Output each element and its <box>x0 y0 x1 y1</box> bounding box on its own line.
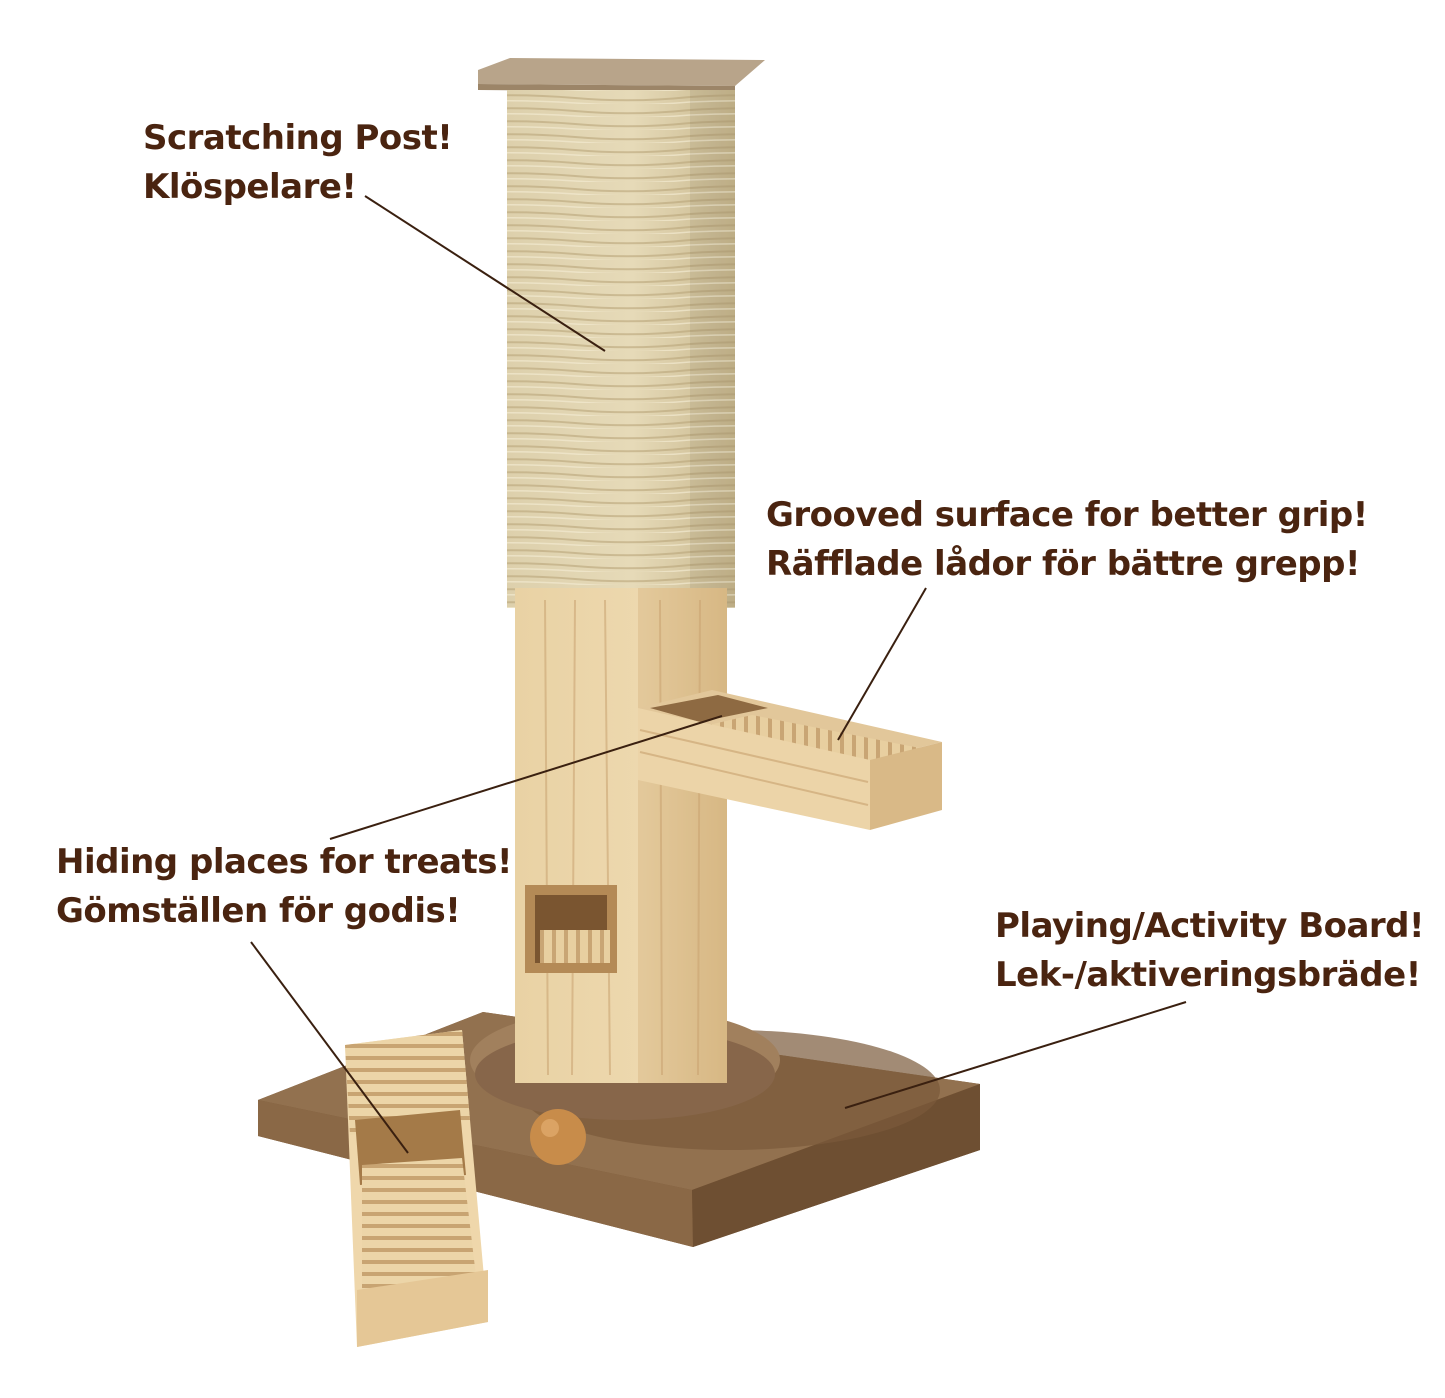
callout-hiding-places-line1: Hiding places for treats! <box>56 842 512 882</box>
callout-grooved-surface-line2: Räfflade lådor för bättre grepp! <box>766 544 1360 584</box>
callout-scratching-post-line2: Klöspelare! <box>143 167 357 207</box>
leader-line-hiding-places <box>329 715 723 840</box>
post-top-cap <box>478 58 765 92</box>
callout-activity-board-line2: Lek-/aktiveringsbräde! <box>995 955 1421 995</box>
callout-scratching-post-line1: Scratching Post! <box>143 118 453 158</box>
leader-line-scratching-post <box>364 195 606 352</box>
leader-line-activity-board <box>844 1001 1187 1109</box>
callout-hiding-places-line2: Gömställen för godis! <box>56 891 461 931</box>
leader-line-grooved-surface <box>837 587 927 741</box>
wooden-ball <box>530 1109 586 1165</box>
callout-hiding-places: Hiding places for treats! Gömställen för… <box>56 838 512 936</box>
leader-lines <box>250 195 1187 1154</box>
callout-grooved-surface: Grooved surface for better grip! Räfflad… <box>766 491 1368 589</box>
callout-grooved-surface-line1: Grooved surface for better grip! <box>766 495 1368 535</box>
wooden-post <box>515 588 727 1083</box>
callout-activity-board: Playing/Activity Board! Lek-/aktiverings… <box>995 902 1425 1000</box>
sisal-rope-section <box>507 90 735 608</box>
side-drawer <box>638 690 942 830</box>
callout-activity-board-line1: Playing/Activity Board! <box>995 906 1425 946</box>
callout-scratching-post: Scratching Post! Klöspelare! <box>143 114 453 212</box>
leader-line-hiding-places-2 <box>250 941 409 1154</box>
front-drawer <box>345 1030 488 1347</box>
